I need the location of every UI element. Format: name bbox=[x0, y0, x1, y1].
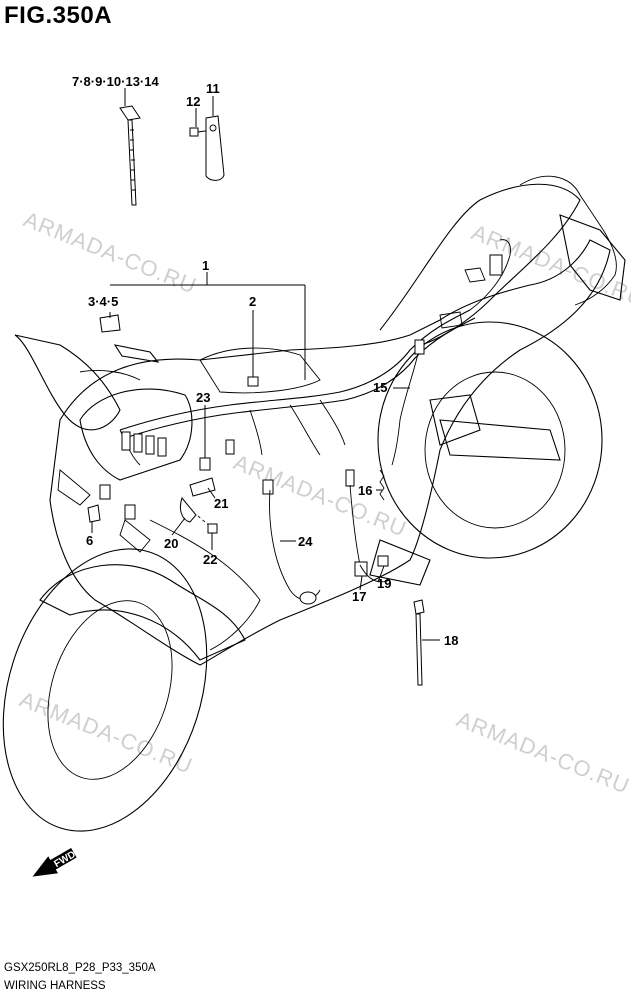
callout-21: 21 bbox=[214, 496, 228, 511]
callout-6: 6 bbox=[86, 533, 93, 548]
callout-7-14: 7·8·9·10·13·14 bbox=[72, 74, 159, 89]
callouts: 7·8·9·10·13·14 12 11 1 3·4·5 2 15 23 16 … bbox=[72, 74, 458, 648]
rear-plate-bracket bbox=[559, 214, 626, 301]
lead-16 bbox=[379, 469, 385, 501]
rear-rim bbox=[424, 371, 566, 529]
cable-tie-strap bbox=[127, 119, 137, 206]
bracket-11-hole bbox=[209, 124, 217, 132]
connector-15 bbox=[414, 339, 425, 355]
fwd-arrow-icon bbox=[32, 847, 77, 877]
main-harness-trunk bbox=[119, 309, 471, 431]
sensor-24 bbox=[299, 591, 317, 605]
front-connector-4 bbox=[157, 437, 167, 457]
bolt-22 bbox=[207, 523, 218, 534]
leader-17 bbox=[359, 575, 363, 591]
harness-rear-branch bbox=[469, 239, 511, 311]
rear-hub-bracket bbox=[429, 394, 481, 446]
front-cowl bbox=[79, 388, 193, 481]
front-connector-1 bbox=[121, 431, 131, 451]
fwd-label: FWD bbox=[52, 849, 77, 870]
windscreen bbox=[14, 334, 121, 431]
watermark-3: ARMADA-CO.RU bbox=[230, 449, 410, 541]
callout-18: 18 bbox=[444, 633, 458, 648]
callout-3-5: 3·4·5 bbox=[88, 294, 118, 309]
turn-signal-right bbox=[119, 519, 151, 553]
bolt-12-head bbox=[189, 127, 199, 137]
fuel-tank bbox=[199, 347, 321, 394]
rear-wheel bbox=[377, 321, 603, 559]
harness-center-branch-1 bbox=[249, 409, 263, 456]
relay-3-4-5 bbox=[99, 314, 121, 333]
bracket-21 bbox=[189, 477, 216, 497]
front-connector-2 bbox=[133, 433, 143, 453]
cable-tie-18-strap bbox=[415, 613, 423, 686]
leader-19 bbox=[377, 565, 385, 583]
callout-1: 1 bbox=[202, 258, 209, 273]
rear-relay bbox=[464, 267, 486, 283]
figure-title: FIG.350A bbox=[4, 2, 113, 29]
callout-2: 2 bbox=[249, 294, 256, 309]
front-rim bbox=[47, 600, 173, 780]
bracket-20 bbox=[179, 496, 197, 523]
leader-lines bbox=[91, 88, 440, 641]
callout-22: 22 bbox=[203, 552, 217, 567]
callout-11: 11 bbox=[206, 81, 220, 96]
side-fairing-line bbox=[149, 519, 261, 651]
harness-branch-15 bbox=[391, 344, 421, 466]
clamp-19 bbox=[377, 555, 389, 567]
watermark-5: ARMADA-CO.RU bbox=[453, 706, 631, 798]
connector-6 bbox=[87, 504, 101, 523]
callout-23: 23 bbox=[196, 390, 210, 405]
harness-branch-17 bbox=[349, 484, 361, 566]
figure-code: GSX250RL8_P28_P33_350A bbox=[4, 962, 156, 974]
fairing-body bbox=[49, 239, 611, 666]
center-connector-3 bbox=[345, 469, 355, 487]
handlebar-grip bbox=[113, 344, 160, 363]
cable-tie-head bbox=[119, 105, 141, 121]
harness-branch-19 bbox=[359, 564, 391, 583]
seat-tail bbox=[379, 183, 581, 346]
front-connector-3 bbox=[145, 435, 155, 455]
fuse-2 bbox=[247, 376, 259, 387]
cable-tie-18-head bbox=[413, 599, 425, 615]
motorcycle-outline bbox=[2, 175, 626, 832]
seat-connector bbox=[439, 311, 463, 329]
harness-center-branch-2 bbox=[289, 404, 321, 456]
callout-19: 19 bbox=[377, 576, 391, 591]
right-signal-connector bbox=[124, 504, 136, 520]
center-connector-1 bbox=[225, 439, 235, 455]
loose-parts bbox=[119, 105, 425, 686]
callout-15: 15 bbox=[373, 380, 387, 395]
figure-name: WIRING HARNESS bbox=[4, 980, 106, 992]
handlebar-lever bbox=[79, 369, 141, 381]
rear-connector bbox=[489, 254, 503, 276]
watermark-4: ARMADA-CO.RU bbox=[16, 686, 196, 778]
callout-12: 12 bbox=[186, 94, 200, 109]
main-harness-trunk-b bbox=[124, 317, 476, 439]
front-fender bbox=[39, 564, 246, 661]
clamp-23 bbox=[199, 457, 211, 471]
callout-20: 20 bbox=[164, 536, 178, 551]
leader-21 bbox=[207, 487, 216, 499]
front-wheel bbox=[2, 548, 208, 832]
callout-16: 16 bbox=[358, 483, 372, 498]
left-signal-connector bbox=[99, 484, 111, 500]
wiring-harness bbox=[87, 239, 511, 605]
leader-1 bbox=[110, 272, 306, 380]
callout-24: 24 bbox=[298, 534, 313, 549]
fwd-arrow: FWD bbox=[32, 847, 78, 877]
harness-center-branch-3 bbox=[319, 399, 346, 446]
callout-17: 17 bbox=[352, 589, 366, 604]
cable-tie-teeth bbox=[130, 129, 136, 191]
leader-20 bbox=[171, 517, 186, 536]
under-cowl bbox=[369, 539, 431, 586]
swingarm bbox=[439, 419, 561, 461]
sensor-17 bbox=[354, 561, 368, 577]
turn-signal-left bbox=[57, 469, 91, 506]
bracket-11 bbox=[205, 115, 225, 181]
center-connector-2 bbox=[262, 479, 274, 495]
